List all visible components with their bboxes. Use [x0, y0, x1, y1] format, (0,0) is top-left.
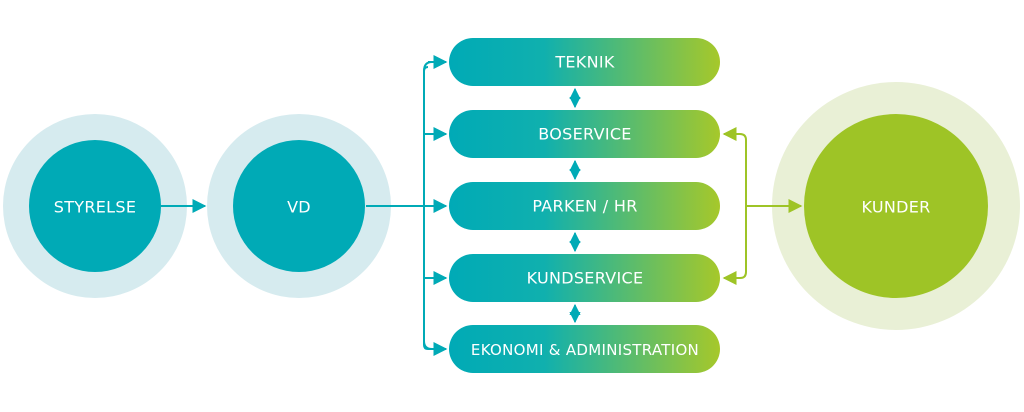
kunder-node	[804, 114, 988, 298]
styrelse-node	[29, 140, 161, 272]
kunder-bracket	[726, 133, 747, 279]
dept-label-ekonomi: EKONOMI & ADMINISTRATION	[470, 341, 700, 359]
dept-pill-ekonomi	[449, 325, 720, 373]
kunder-label: KUNDER	[861, 197, 931, 217]
dept-label-teknik: TEKNIK	[555, 52, 615, 72]
dept-label-parken: PARKEN / HR	[532, 196, 638, 216]
bracket-bottom-link	[423, 340, 433, 350]
dept-label-boservice: BOSERVICE	[538, 124, 632, 144]
vd-bracket-vertical	[423, 66, 429, 350]
dept-pill-teknik	[449, 38, 720, 86]
vd-node	[233, 140, 365, 272]
dept-pill-parken	[449, 182, 720, 230]
dept-pill-boservice	[449, 110, 720, 158]
dept-pill-kundservice	[449, 254, 720, 302]
bracket-top-link	[423, 61, 433, 72]
styrelse-label: STYRELSE	[53, 197, 137, 217]
dept-label-kundservice: KUNDSERVICE	[526, 268, 644, 288]
vd-label: VD	[287, 197, 311, 217]
